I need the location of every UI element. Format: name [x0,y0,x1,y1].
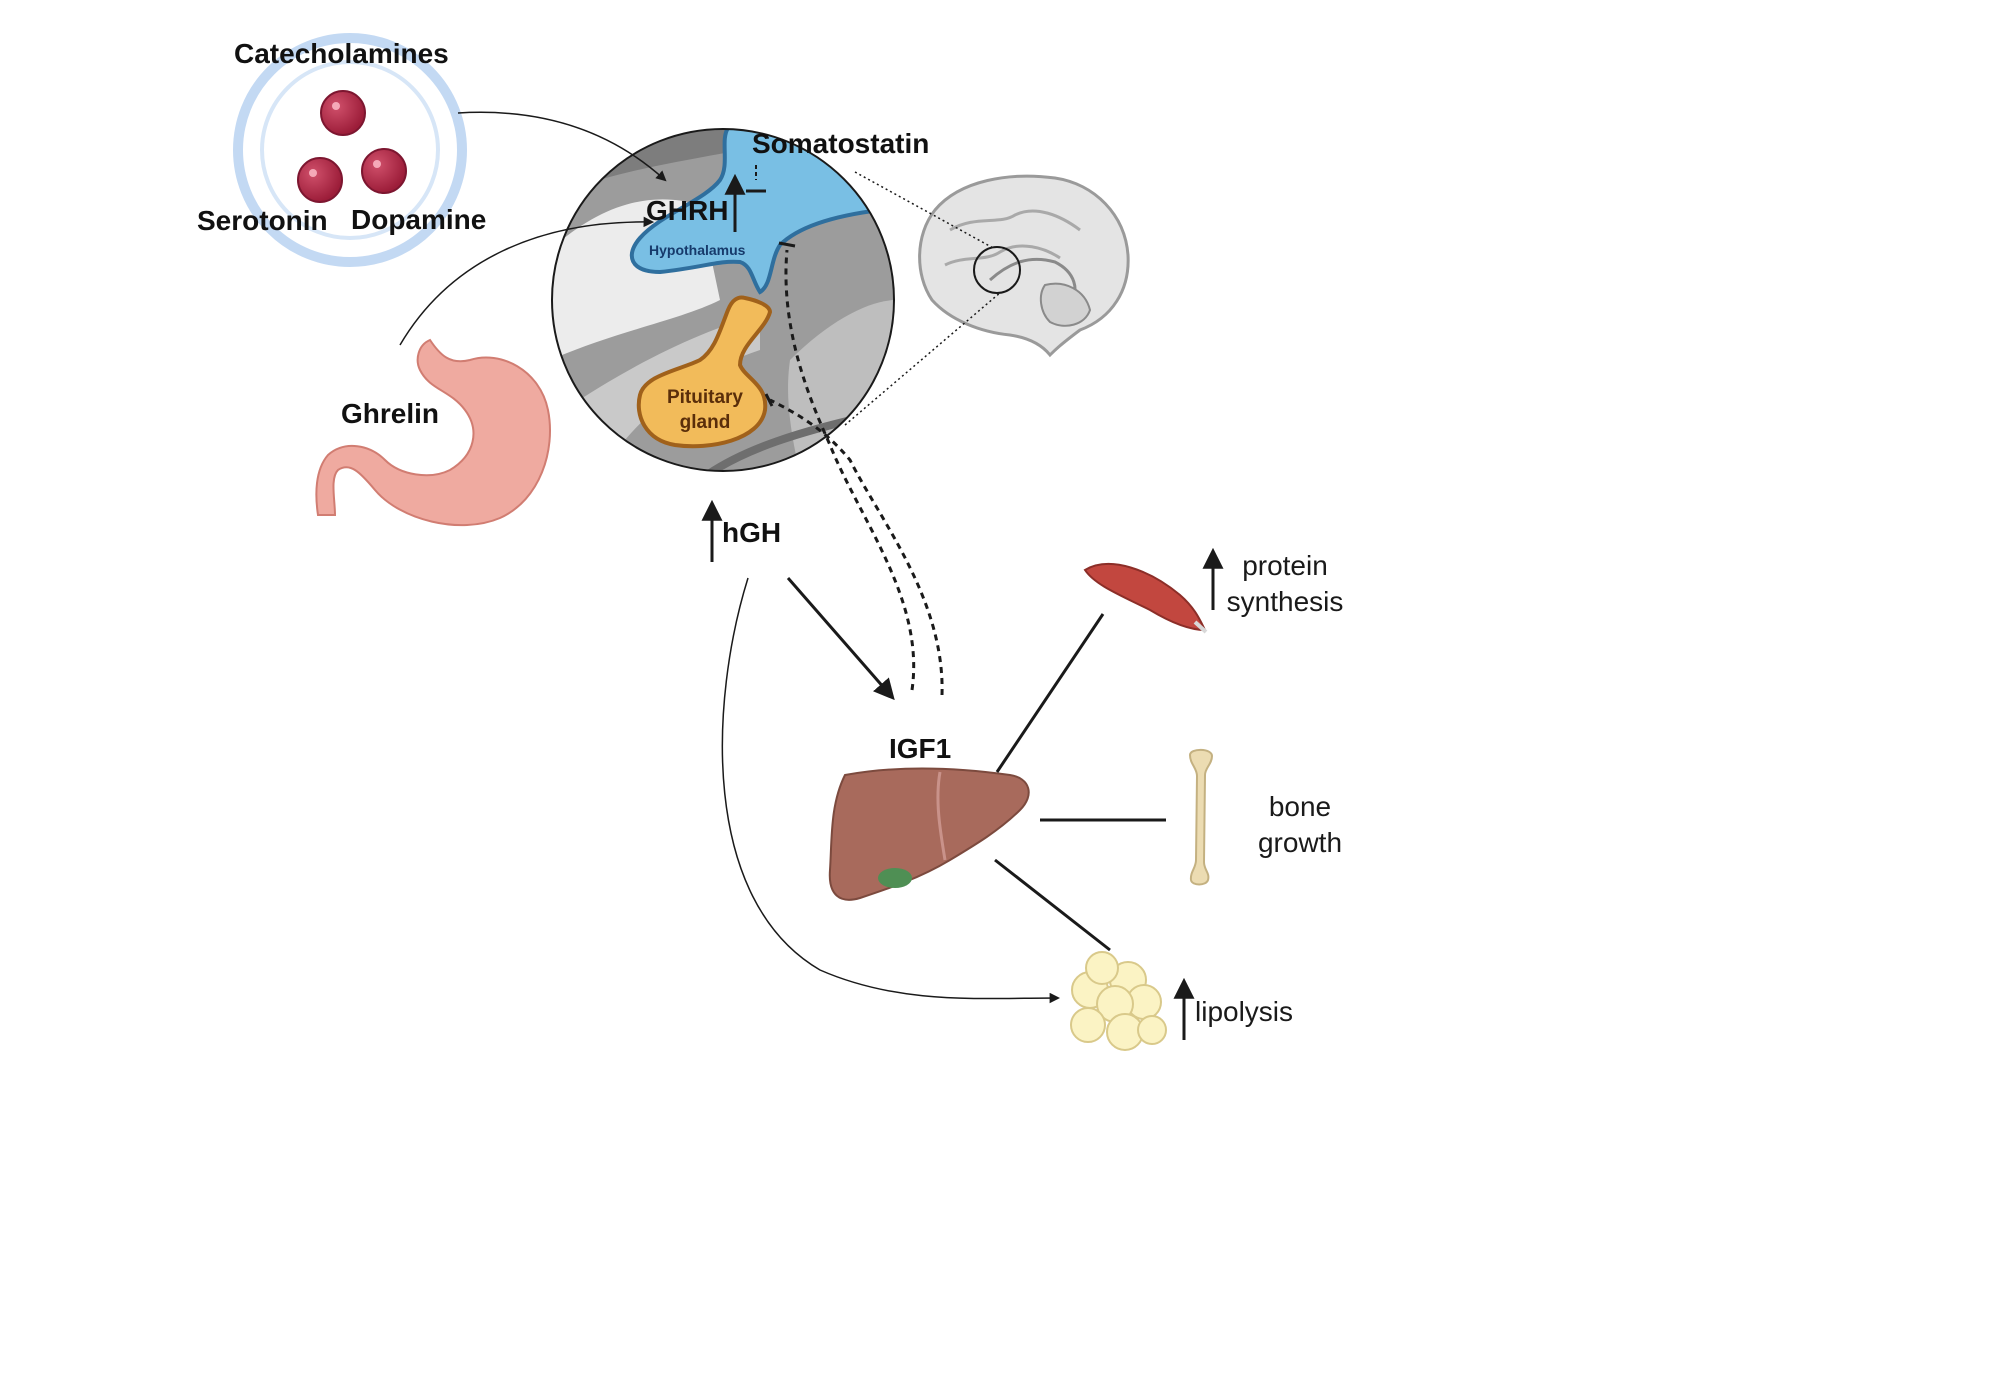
brain-icon [918,174,1130,358]
protein-synthesis-line2: synthesis [1226,586,1344,617]
liver-icon [828,767,1030,901]
bone-growth-label: bone growth [1240,789,1360,861]
muscle-icon [1083,563,1208,634]
hypothalamus-shape [629,129,884,295]
bone-growth-line1: bone [1268,791,1332,822]
bone-growth-line2: growth [1257,827,1343,858]
dopamine-label: Dopamine [351,204,487,235]
diagram-graphics [233,33,1224,1051]
adipose-cells-icon [1070,951,1167,1051]
ghrelin-label: Ghrelin [341,398,440,429]
somatostatin-label: Somatostatin [752,128,930,159]
diagram-canvas: Catecholamines Serotonin Dopamine Somato… [197,33,1360,1051]
pituitary-label-line1: Pituitary [666,387,744,408]
pituitary-label-line2: gland [679,412,731,433]
molecule-icon [361,148,407,194]
stomach-icon [315,338,551,527]
catecholamine-vesicle-icon [233,33,467,267]
pituitary-gland-label: Pituitary gland [655,385,755,435]
hgh-label: hGH [722,517,782,548]
hypothalamus-label: Hypothalamus [649,242,746,258]
molecule-icon [297,157,343,203]
molecule-icon [320,90,366,136]
ghrh-label: GHRH [646,195,729,226]
igf1-label: IGF1 [889,733,952,764]
bone-icon [1188,748,1214,886]
zoom-circle [551,128,895,472]
lipolysis-label: lipolysis [1195,996,1294,1027]
protein-synthesis-line1: protein [1242,550,1328,581]
protein-synthesis-label: protein synthesis [1215,548,1355,620]
catecholamines-label: Catecholamines [234,38,449,69]
serotonin-label: Serotonin [197,205,328,236]
pituitary-shape [636,295,773,449]
